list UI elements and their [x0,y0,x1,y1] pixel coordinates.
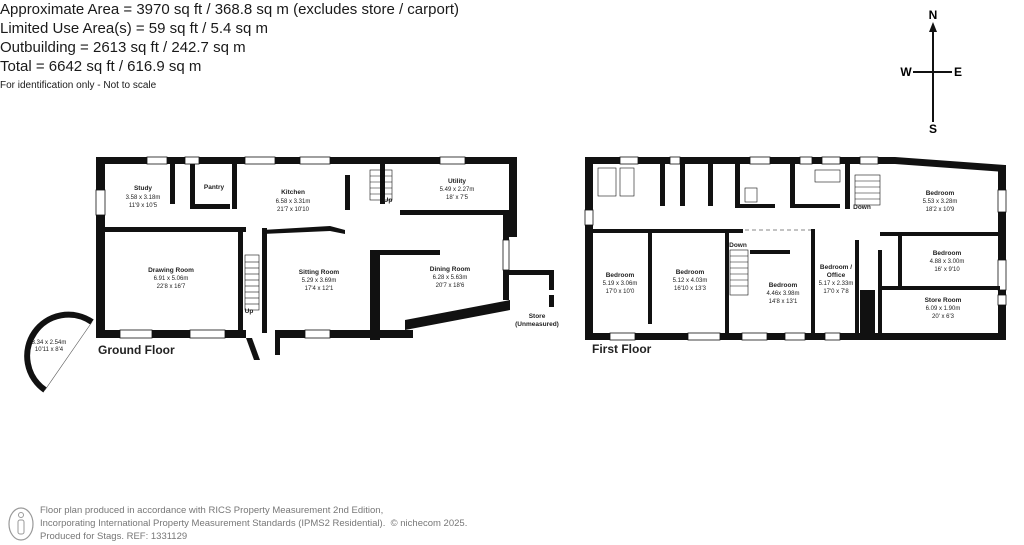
footer-line-1: Floor plan produced in accordance with R… [40,505,384,516]
svg-text:3.58 x 3.18m: 3.58 x 3.18m [126,195,161,201]
stairs-down-label: Down [729,242,747,249]
svg-text:17'4 x 12'1: 17'4 x 12'1 [305,286,334,292]
room-kitchen: Kitchen [281,189,305,196]
room-bedroom: Bedroom [606,272,635,279]
stairs-up-label: Up [245,308,254,315]
compass-east: E [954,65,962,79]
first-floor-labels: Bedroom 5.19 x 3.06m 17'0 x 10'0 Bedroom… [603,190,965,320]
svg-text:6.91 x 5.06m: 6.91 x 5.06m [154,276,189,282]
limited-use-area: Limited Use Area(s) = 59 sq ft / 5.4 sq … [0,20,269,37]
svg-text:5.29 x 3.69m: 5.29 x 3.69m [302,278,337,284]
person-info-icon [8,507,34,541]
room-utility: Utility [448,178,466,185]
ground-floor-plan [24,156,554,393]
svg-text:18' x 7'5: 18' x 7'5 [446,195,469,201]
room-bedroom: Bedroom [676,269,705,276]
svg-text:18'2 x 10'9: 18'2 x 10'9 [926,207,955,213]
svg-text:21'7 x 10'10: 21'7 x 10'10 [277,207,310,213]
room-study: Study [134,185,152,192]
svg-text:20'7 x 18'6: 20'7 x 18'6 [436,283,465,289]
compass-north: N [929,10,938,22]
svg-text:6.09 x 1.90m: 6.09 x 1.90m [926,306,961,312]
room-bay: 3.34 x 2.54m [32,340,67,346]
footer-line-2: Incorporating International Property Mea… [40,518,468,529]
compass-west: W [900,65,912,79]
room-pantry: Pantry [204,184,225,191]
svg-text:5.49 x 2.27m: 5.49 x 2.27m [440,187,475,193]
svg-text:5.17 x 2.33m: 5.17 x 2.33m [819,281,854,287]
svg-text:11'9 x 10'5: 11'9 x 10'5 [129,203,158,209]
compass-icon: N S W E [900,10,962,136]
compass-south: S [929,122,937,136]
room-store: Store [529,313,546,320]
footer-line-3: Produced for Stags. REF: 1331129 [40,531,188,542]
copyright: © nichecom 2025. [390,518,468,529]
svg-text:5.12 x 4.03m: 5.12 x 4.03m [673,278,708,284]
first-floor-title: First Floor [592,342,652,356]
footer-text: Floor plan produced in accordance with R… [40,504,467,543]
room-store-room: Store Room [925,297,962,304]
total-area: Total = 6642 sq ft / 616.9 sq m [0,58,202,75]
room-drawing-room: Drawing Room [148,267,194,274]
svg-text:22'8 x 16'7: 22'8 x 16'7 [157,284,186,290]
svg-text:5.53 x 3.28m: 5.53 x 3.28m [923,199,958,205]
approx-area: Approximate Area = 3970 sq ft / 368.8 sq… [0,1,459,18]
svg-text:17'0 x 7'8: 17'0 x 7'8 [823,289,849,295]
svg-text:4.46x 3.98m: 4.46x 3.98m [766,291,799,297]
first-floor-plan [584,156,1007,341]
room-bedroom-office: Bedroom / [820,264,852,271]
room-dining-room: Dining Room [430,266,471,273]
svg-text:16'10 x 13'3: 16'10 x 13'3 [674,286,707,292]
svg-text:20' x 6'3: 20' x 6'3 [932,314,955,320]
svg-text:14'8 x 13'1: 14'8 x 13'1 [769,299,798,305]
scale-note: For identification only - Not to scale [0,80,157,91]
svg-text:17'0 x 10'0: 17'0 x 10'0 [606,289,635,295]
room-bedroom: Bedroom [769,282,798,289]
svg-text:6.28 x 5.63m: 6.28 x 5.63m [433,275,468,281]
stairs-down-label: Down [853,204,871,211]
room-sitting-room: Sitting Room [299,269,340,276]
svg-text:Office: Office [827,272,846,279]
outbuilding-area: Outbuilding = 2613 sq ft / 242.7 sq m [0,39,246,56]
svg-text:10'11 x 8'4: 10'11 x 8'4 [35,347,64,353]
area-summary: Approximate Area = 3970 sq ft / 368.8 sq… [0,0,459,94]
ground-floor-title: Ground Floor [98,343,175,357]
stairs-up-label: Up [384,197,393,204]
svg-text:16' x 9'10: 16' x 9'10 [934,267,960,273]
ground-floor-labels: Study 3.58 x 3.18m 11'9 x 10'5 Pantry Ki… [32,178,559,353]
svg-text:5.19 x 3.06m: 5.19 x 3.06m [603,281,638,287]
room-bedroom: Bedroom [926,190,955,197]
svg-text:6.58 x 3.31m: 6.58 x 3.31m [276,199,311,205]
svg-text:4.88 x 3.00m: 4.88 x 3.00m [930,259,965,265]
room-bedroom: Bedroom [933,250,962,257]
svg-text:(Unmeasured): (Unmeasured) [515,321,559,328]
